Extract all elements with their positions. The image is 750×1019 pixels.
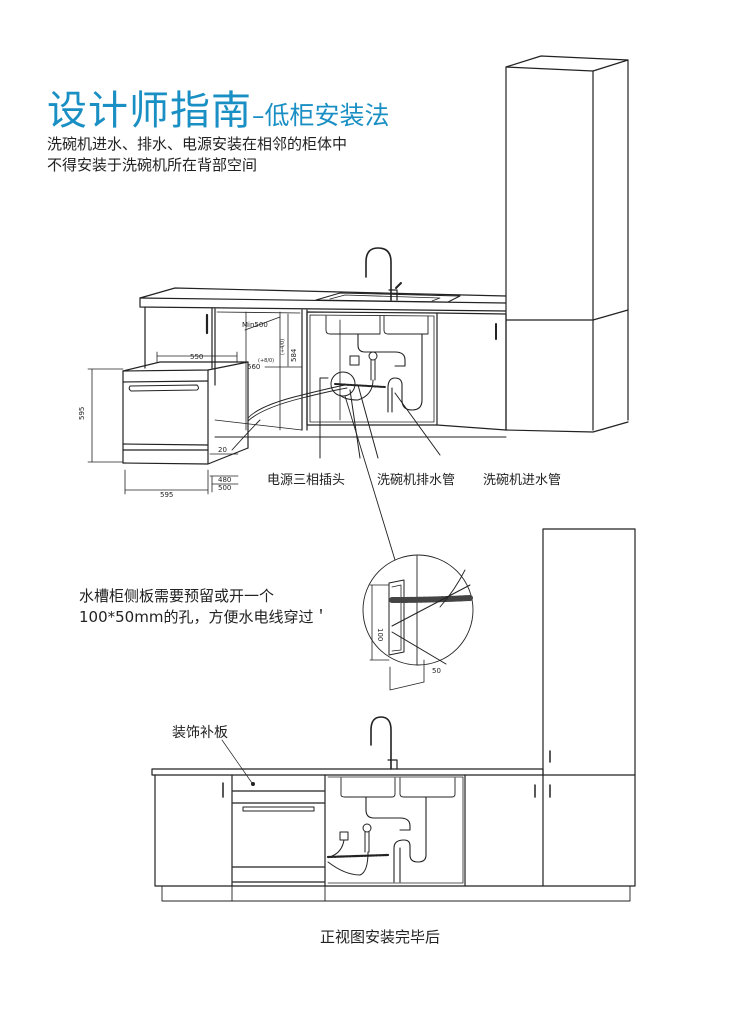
callout-inlet-hose: 洗碗机进水管 [483,473,562,488]
dim-kick-20: 20 [218,446,227,454]
front-kitchen-drawing [151,528,636,902]
hole-note: 水槽柜侧板需要预留或开一个 100*50mm的孔，方便水电线穿过＇ [79,586,328,628]
countertop [139,287,507,312]
title-main: 设计师指南 [47,88,252,134]
dim-tol-584: (+4/0) [280,339,286,355]
front-faucet [370,716,398,770]
dim-width-595: 595 [160,491,173,499]
dim-depth-560: 560 [247,363,260,371]
right-cabinet [436,312,507,431]
callout-drain-hose: 洗碗机排水管 [377,473,456,488]
dishwasher-unit [122,361,348,465]
dimension-lines [87,313,303,495]
dim-height-595: 595 [78,407,86,420]
front-view-caption: 正视图安装完毕后 [320,928,441,946]
dim-min-500: Min500 [242,321,268,329]
dim-tol-560: (+8/0) [258,358,274,364]
callout-leaders [319,377,441,561]
page-title: 设计师指南–低柜安装法 [47,78,390,136]
top-kitchen-drawing: 595 595 550 Min500 560 (+8/0) 584 (+4/0)… [78,55,629,561]
title-sub: –低柜安装法 [252,101,390,130]
dim-hole-50: 50 [432,667,441,675]
left-cabinet [144,306,213,369]
subtitle-line-2: 不得安装于洗碗机所在背部空间 [47,156,258,174]
tall-cabinet [505,55,629,433]
dim-depth-550: 550 [190,353,203,361]
dim-height-584: 584 [290,348,298,362]
detail-circle [362,554,474,691]
dim-depth-500: 500 [218,484,231,492]
decorative-panel-label: 装饰补板 [172,725,228,741]
faucet [365,247,402,301]
subtitle-line-1: 洗碗机进水、排水、电源安装在相邻的柜体中 [47,135,348,153]
sink-cabinet [306,311,438,426]
panel-leader [221,739,253,784]
note-line-2: 100*50mm的孔，方便水电线穿过＇ [79,608,329,626]
note-line-1: 水槽柜侧板需要预留或开一个 [79,587,275,605]
callout-power-plug: 电源三相插头 [267,473,346,488]
subtitle: 洗碗机进水、排水、电源安装在相邻的柜体中 不得安装于洗碗机所在背部空间 [47,134,347,176]
dim-hole-100: 100 [376,628,384,641]
dim-depth-480: 480 [218,476,231,484]
